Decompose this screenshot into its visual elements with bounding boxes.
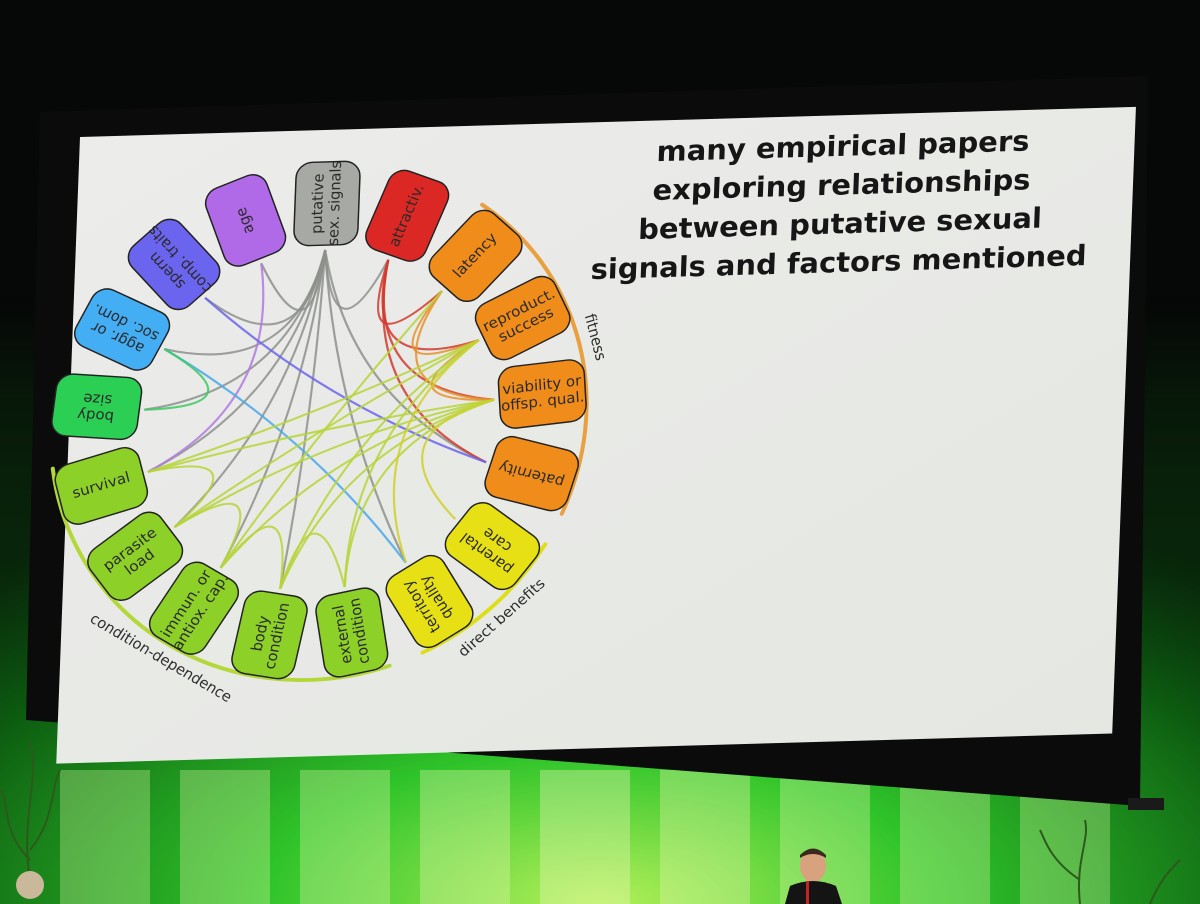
chord-link-aggr-territory (163, 348, 407, 564)
group-arc-2 (50, 466, 392, 682)
chord-link-body_condition-external (279, 532, 346, 590)
chord-links (144, 249, 495, 590)
node-box-territory (385, 554, 474, 649)
node-box-parental (444, 502, 541, 591)
chord-link-parasite-viability (173, 398, 495, 529)
plant-left (0, 739, 61, 899)
chord-link-survival-reproduct (147, 339, 480, 473)
stage-front-panels (60, 770, 1110, 904)
node-box-body_condition (231, 590, 308, 680)
node-box-age (204, 174, 287, 267)
slide: many empirical papers exploring relation… (50, 106, 1136, 764)
node-box-parasite (87, 511, 184, 601)
node-box-latency (428, 209, 523, 303)
speaker-person (785, 848, 842, 904)
node-box-survival (54, 447, 149, 525)
chord-link-body_size-aggr (144, 348, 210, 411)
node-label-body_size-0: body (76, 406, 115, 425)
node-box-body_size (51, 373, 143, 441)
node-box-external (315, 587, 389, 678)
node-box-attractiv (365, 169, 450, 262)
node-box-sperm (127, 218, 221, 311)
chord-link-parental-viability (421, 398, 495, 520)
node-label-body_size-1: size (82, 390, 113, 408)
node-attractiv: attractiv. (365, 169, 450, 262)
node-survival: survival (54, 447, 149, 525)
node-label-signals-0: putative (308, 173, 328, 234)
node-box-signals (293, 160, 361, 247)
node-box-paternity (484, 435, 580, 512)
node-box-viability (497, 359, 587, 429)
node-paternity: paternity (484, 435, 580, 512)
node-label-signals-1: sex. signals (325, 161, 345, 246)
chord-link-signals-body_size (144, 249, 327, 411)
chord-link-latency-viability (415, 290, 495, 401)
node-age: age (204, 174, 287, 267)
node-box-reproduct (474, 275, 571, 361)
chord-link-signals-immun (219, 249, 327, 569)
chord-link-territory-reproduct (392, 339, 480, 564)
chord-link-signals-territory (324, 249, 407, 564)
chord-link-immun-latency (219, 290, 443, 569)
node-latency: latency (428, 209, 523, 303)
plant-right (1039, 819, 1181, 904)
chord-link-immun-body_condition (219, 525, 284, 589)
chord-link-attractiv-paternity (382, 259, 487, 464)
chord-link-sperm-paternity (204, 296, 487, 464)
chord-link-signals-survival (147, 249, 327, 473)
chord-link-parasite-immun (173, 502, 242, 569)
chord-link-signals-paternity (324, 249, 487, 464)
chord-link-signals-body_condition (279, 249, 327, 590)
chord-link-age-survival (147, 263, 265, 473)
node-box-aggr (74, 288, 171, 371)
chord-link-external-reproduct (343, 339, 480, 588)
chord-link-survival-parasite (147, 465, 215, 528)
node-box-immun (148, 561, 240, 655)
chord-link-latency-reproduct (411, 290, 480, 355)
